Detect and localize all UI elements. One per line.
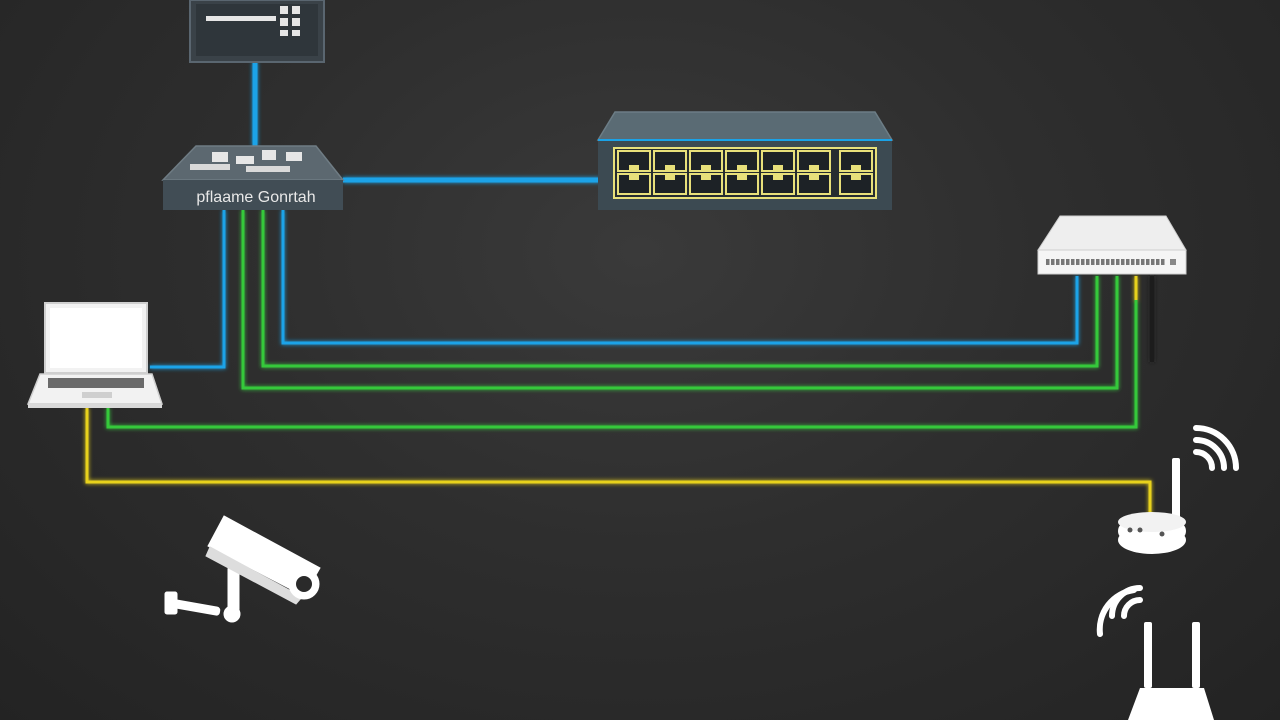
rj45-port-notch xyxy=(701,165,711,171)
wifi-signal-icon xyxy=(1096,585,1143,637)
cable-switch-to-laptop xyxy=(150,210,226,369)
rack-port xyxy=(1151,259,1155,265)
cable-switch-to-rack-blue xyxy=(281,210,1079,345)
rack-port xyxy=(1101,259,1105,265)
patch-panel-ports xyxy=(617,150,873,195)
rack-port xyxy=(1056,259,1060,265)
rj45-port-notch xyxy=(773,174,783,180)
cable-switch-to-rack-green-1 xyxy=(261,210,1099,368)
rack-switch-ports xyxy=(1046,259,1176,265)
rack-port xyxy=(1096,259,1100,265)
rj45-port-notch xyxy=(851,174,861,180)
rack-port xyxy=(1121,259,1125,265)
rack-port xyxy=(1066,259,1070,265)
rj45-port-notch xyxy=(773,165,783,171)
rack-port xyxy=(1156,259,1160,265)
rack-port xyxy=(1146,259,1150,265)
rack-port xyxy=(1086,259,1090,265)
cable-switch-to-rack-green-2 xyxy=(241,210,1119,390)
rack-port xyxy=(1161,259,1165,265)
rj45-port-notch xyxy=(629,165,639,171)
security-camera-icon xyxy=(164,515,321,623)
patch-panel-icon xyxy=(596,111,894,210)
rack-port xyxy=(1116,259,1120,265)
rack-port xyxy=(1131,259,1135,265)
rj45-port-notch xyxy=(629,174,639,180)
laptop-icon xyxy=(26,302,164,408)
rack-port xyxy=(1141,259,1145,265)
rj45-port-notch xyxy=(737,165,747,171)
server-icon xyxy=(189,0,325,63)
rack-port xyxy=(1046,259,1050,265)
cable-laptop-to-access-point xyxy=(85,408,1152,516)
cable-laptop-to-rack-green xyxy=(106,276,1138,429)
rack-port xyxy=(1076,259,1080,265)
wifi-signal-icon xyxy=(1193,425,1239,471)
rj45-port-notch xyxy=(851,165,861,171)
access-point-icon xyxy=(1118,458,1186,554)
rack-port xyxy=(1061,259,1065,265)
rack-switch-icon xyxy=(1037,215,1187,275)
switch-label: pflaame Gonrtah xyxy=(196,189,315,206)
rj45-port-notch xyxy=(809,165,819,171)
wireless-router-icon xyxy=(1128,622,1214,720)
rj45-port-notch xyxy=(737,174,747,180)
rack-status-led xyxy=(1170,259,1176,265)
rack-port xyxy=(1071,259,1075,265)
rj45-port-notch xyxy=(701,174,711,180)
rack-port xyxy=(1126,259,1130,265)
rj45-port-notch xyxy=(665,165,675,171)
rj45-port-notch xyxy=(809,174,819,180)
rack-port xyxy=(1111,259,1115,265)
rack-port xyxy=(1106,259,1110,265)
rack-port xyxy=(1081,259,1085,265)
rack-port xyxy=(1091,259,1095,265)
rack-port xyxy=(1136,259,1140,265)
cables xyxy=(85,62,1154,516)
rj45-port-notch xyxy=(665,174,675,180)
managed-switch-icon xyxy=(161,145,345,210)
rack-port xyxy=(1051,259,1055,265)
